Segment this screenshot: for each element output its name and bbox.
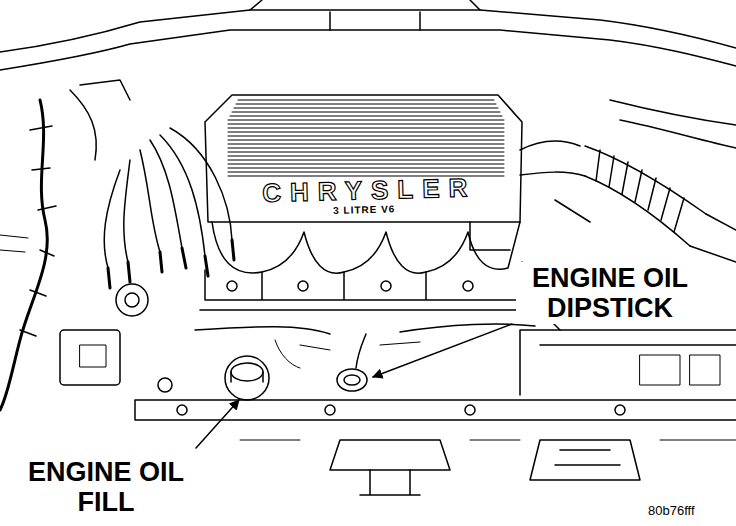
- intake-runner: [212, 222, 520, 273]
- figure-code: 80b76fff: [645, 503, 698, 518]
- grille-edge: [240, 440, 736, 441]
- relay-module: [60, 330, 120, 385]
- hood-latch: [330, 440, 450, 470]
- bracket: [0, 235, 28, 252]
- engine-badge: 3 LITRE V6: [333, 204, 395, 216]
- harness-tape: [20, 126, 56, 336]
- leader-arrow: [196, 400, 239, 448]
- bolt: [381, 281, 391, 291]
- label-slot: 3 LITRE V6: [333, 206, 395, 216]
- radiator-support: [135, 400, 736, 420]
- bolt: [158, 378, 172, 392]
- label-slot: ENGINE OIL DIPSTICK: [516, 262, 704, 324]
- dipstick-handle-hole: [344, 375, 360, 385]
- power-distribution-box: [520, 330, 736, 395]
- label-slot: 80b76fff: [645, 503, 698, 518]
- bellows-rib: [596, 150, 684, 232]
- support-hole: [615, 405, 625, 415]
- oil-fill-cap-top: [231, 363, 263, 381]
- spark-plug-wire: [170, 128, 232, 240]
- leader-arrow: [373, 324, 512, 377]
- support-hole: [465, 405, 475, 415]
- distributor-cap: [125, 293, 139, 307]
- oil-fill-cap-edge: [231, 372, 263, 382]
- air-intake-hose: [585, 146, 706, 214]
- air-cleaner-edge: [610, 100, 736, 148]
- engine-block-edge: [195, 300, 560, 334]
- support-hole: [177, 405, 187, 415]
- cowl-edge: [0, 10, 736, 52]
- plug-boot: [108, 240, 234, 288]
- engine-cover: [205, 95, 522, 222]
- label-slot: ENGINE OIL FILL: [12, 456, 200, 518]
- connector: [80, 345, 106, 367]
- wire-harness: [0, 100, 47, 410]
- dipstick-handle: [337, 369, 367, 391]
- spark-plug-wire: [140, 150, 160, 252]
- cover-logo: CHRYSLER: [262, 174, 477, 206]
- engine-detail: [275, 340, 420, 368]
- cowl-edge: [0, 30, 736, 70]
- air-intake-hose: [585, 176, 690, 246]
- bolt: [463, 281, 473, 291]
- hood-latch: [360, 470, 420, 495]
- dipstick-tube: [356, 334, 366, 368]
- spark-plug-wire: [104, 170, 120, 268]
- callout-label: ENGINE OIL FILL: [12, 456, 200, 518]
- air-intake-hose: [690, 214, 736, 262]
- hose: [70, 80, 130, 160]
- bolt: [227, 281, 237, 291]
- fuse-block: [690, 355, 720, 385]
- fuse-block: [640, 355, 680, 385]
- cover-rib: [228, 100, 504, 176]
- label-slot: CHRYSLER: [262, 180, 476, 206]
- distributor-cap: [116, 284, 148, 316]
- spark-plug-wire: [160, 135, 205, 256]
- spark-plug-wire: [124, 160, 130, 262]
- intake-manifold: [205, 262, 522, 300]
- bolt: [298, 281, 308, 291]
- support-hole: [325, 405, 335, 415]
- oil-fill-cap: [225, 356, 269, 400]
- throttle-linkage: [470, 141, 590, 250]
- lower-bracket: [530, 440, 640, 480]
- cowl-bracket: [250, 0, 480, 30]
- callout-label: ENGINE OIL DIPSTICK: [516, 262, 704, 324]
